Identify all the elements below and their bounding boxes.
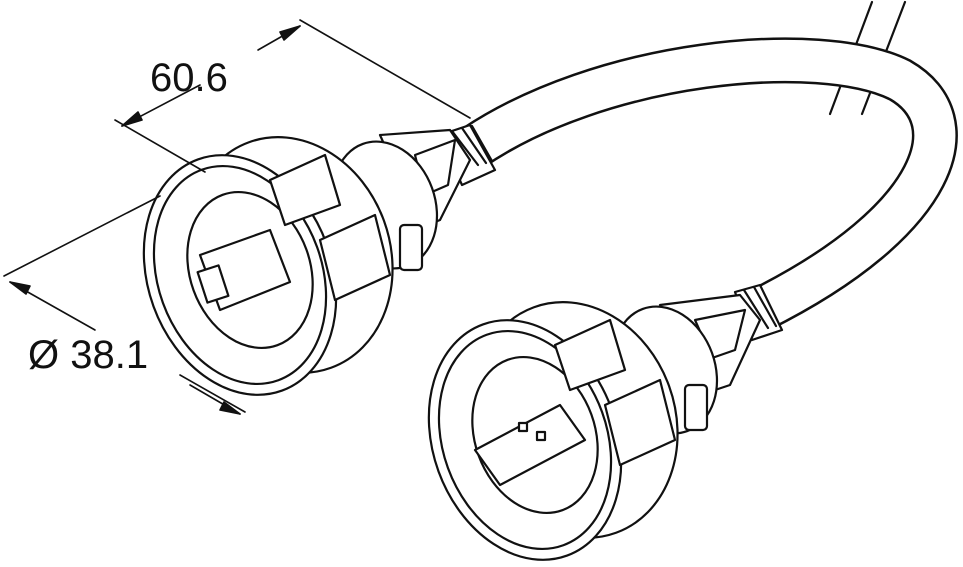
connector-a: [427, 301, 719, 561]
cable-loop: [447, 37, 958, 333]
dimension-length: [114, 19, 471, 173]
diameter-dimension-label: Ø 38.1: [28, 333, 149, 377]
connector-b: [142, 136, 439, 396]
length-dimension-label: 60.6: [150, 56, 228, 100]
dimension-diameter: [3, 195, 246, 415]
